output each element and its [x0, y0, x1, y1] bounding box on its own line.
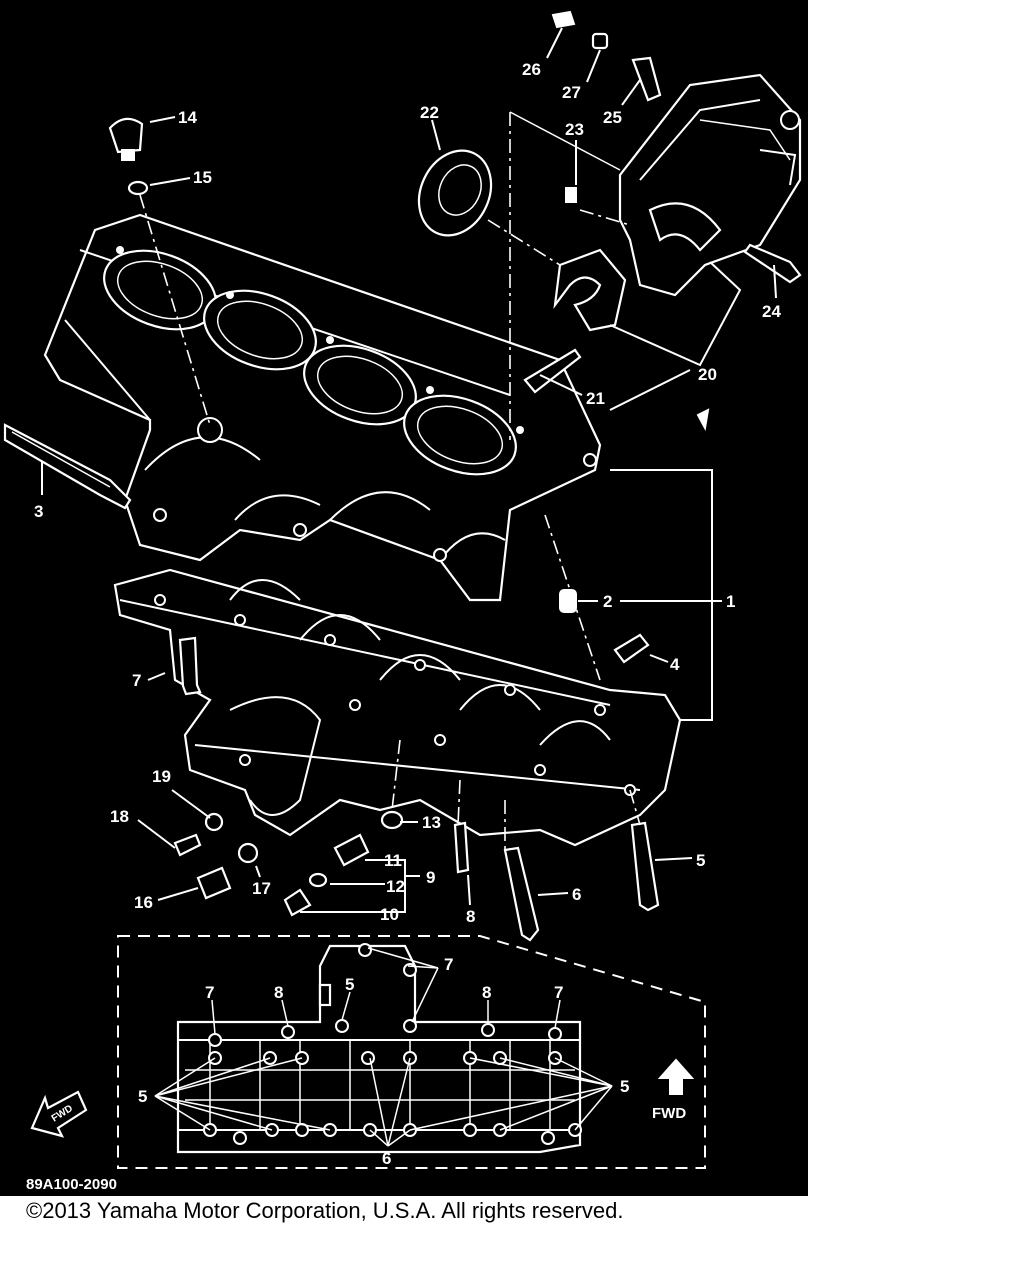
- callout-8: 8: [466, 907, 475, 926]
- rear-bearing-housing: [618, 73, 802, 297]
- bearing-part-22: [417, 149, 493, 237]
- callout-26: 26: [522, 60, 541, 79]
- callout-19: 19: [152, 767, 171, 786]
- parts-diagram-panel: 1 2 3 4 5 6 7 8 9 10 11 12 13 14 15 16 1…: [0, 0, 808, 1196]
- upper-crankcase: [43, 213, 602, 602]
- callout-2: 2: [603, 592, 612, 611]
- small-fasteners: [108, 10, 802, 942]
- lower-crankcase: [113, 568, 682, 847]
- inset-callout-8a: 8: [274, 983, 283, 1002]
- inset-callout-7b: 7: [444, 955, 453, 974]
- callout-16: 16: [134, 893, 153, 912]
- diagram-code: 89A100-2090: [26, 1176, 117, 1194]
- callout-18: 18: [110, 807, 129, 826]
- inset-callout-6: 6: [382, 1149, 391, 1168]
- copyright-notice: ©2013 Yamaha Motor Corporation, U.S.A. A…: [26, 1198, 624, 1223]
- fwd-up-arrow-icon: [657, 1058, 695, 1095]
- lower-case-bolt-holes: [154, 594, 636, 796]
- callout-25: 25: [603, 108, 622, 127]
- inset-callout-7a: 7: [205, 983, 214, 1002]
- callout-9: 9: [426, 868, 435, 887]
- callout-10: 10: [380, 905, 399, 924]
- callout-7: 7: [132, 671, 141, 690]
- leader-lines: [41, 27, 777, 913]
- callout-1: 1: [726, 592, 735, 611]
- callout-6: 6: [572, 885, 581, 904]
- bearing-cap-part-20: [553, 248, 627, 332]
- callout-22: 22: [420, 103, 439, 122]
- callout-labels: 1 2 3 4 5 6 7 8 9 10 11 12 13 14 15 16 1…: [34, 60, 781, 926]
- callout-5: 5: [696, 851, 705, 870]
- inset-callout-8b: 8: [482, 983, 491, 1002]
- inset-leader-lines: [154, 947, 613, 1147]
- inset-callout-7c: 7: [554, 983, 563, 1002]
- fwd-diagonal-arrow-icon: FWD: [30, 1090, 88, 1138]
- underside-inset: 7 8 5 7 8 7 5 5 6 FWD: [117, 935, 706, 1169]
- inset-callout-5a: 5: [345, 975, 354, 994]
- callout-11: 11: [384, 851, 402, 870]
- callout-21: 21: [586, 389, 605, 408]
- callout-13: 13: [422, 813, 441, 832]
- callout-17: 17: [252, 879, 271, 898]
- inset-callout-5-right: 5: [620, 1077, 629, 1096]
- callout-4: 4: [670, 655, 680, 674]
- crankcase-exploded-diagram: 1 2 3 4 5 6 7 8 9 10 11 12 13 14 15 16 1…: [3, 10, 802, 1169]
- inset-callout-5-left: 5: [138, 1087, 147, 1106]
- callout-14: 14: [178, 108, 197, 127]
- callout-27: 27: [562, 83, 581, 102]
- fwd-label-inset: FWD: [652, 1105, 686, 1122]
- callout-15: 15: [193, 168, 212, 187]
- part-3-strip: [3, 423, 132, 510]
- stray-mark: [696, 408, 710, 432]
- callout-12: 12: [386, 877, 405, 896]
- callout-20: 20: [698, 365, 717, 384]
- callout-3: 3: [34, 502, 43, 521]
- callout-24: 24: [762, 302, 781, 321]
- callout-23: 23: [565, 120, 584, 139]
